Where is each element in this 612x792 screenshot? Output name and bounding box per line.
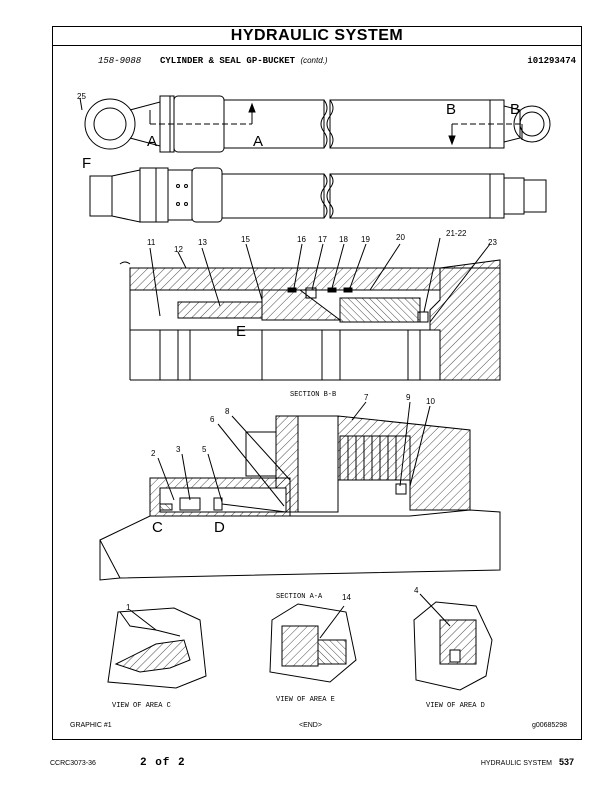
callout-10: 10 bbox=[426, 397, 435, 406]
page-title: HYDRAULIC SYSTEM bbox=[52, 26, 582, 46]
drawing-labels: 25 A A B B F 11 12 13 15 16 17 18 19 20 … bbox=[77, 92, 520, 710]
view-letter-f: F bbox=[82, 155, 91, 172]
callout-12: 12 bbox=[174, 245, 183, 254]
view-letter-d: D bbox=[214, 519, 225, 536]
callout-19: 19 bbox=[361, 235, 370, 244]
view-e-caption: VIEW OF AREA E bbox=[276, 696, 335, 704]
callout-1: 1 bbox=[126, 603, 131, 612]
footer-section: HYDRAULIC SYSTEM bbox=[480, 760, 552, 767]
cylinder-plan-view bbox=[89, 167, 547, 223]
view-c-caption: VIEW OF AREA C bbox=[112, 702, 171, 710]
callout-3: 3 bbox=[176, 445, 181, 454]
callout-7: 7 bbox=[364, 393, 369, 402]
section-letter-b-right: B bbox=[510, 101, 520, 118]
page-frame bbox=[52, 26, 582, 740]
section-a-a-caption: SECTION A-A bbox=[276, 593, 323, 601]
contd-label: (contd.) bbox=[300, 56, 328, 65]
callout-5: 5 bbox=[202, 445, 207, 454]
callout-6: 6 bbox=[210, 415, 215, 424]
callout-4: 4 bbox=[414, 586, 419, 595]
section-b-b bbox=[119, 237, 501, 381]
callout-18: 18 bbox=[339, 235, 348, 244]
section-letter-a-right: A bbox=[253, 133, 263, 150]
end-marker: <END> bbox=[299, 722, 322, 729]
graphic-label: GRAPHIC #1 bbox=[70, 722, 112, 729]
view-d-caption: VIEW OF AREA D bbox=[426, 702, 485, 710]
detail-view-d bbox=[413, 593, 493, 691]
callout-8: 8 bbox=[225, 407, 230, 416]
illustration-id: i01293474 bbox=[527, 56, 576, 66]
page-of: 2 of 2 bbox=[140, 757, 186, 769]
detail-view-e bbox=[269, 603, 357, 683]
callout-17: 17 bbox=[318, 235, 327, 244]
callout-13: 13 bbox=[198, 238, 207, 247]
part-name: CYLINDER & SEAL GP-BUCKET (contd.) bbox=[160, 56, 328, 66]
document-ref: CCRC3073-36 bbox=[50, 760, 96, 767]
part-name-text: CYLINDER & SEAL GP-BUCKET bbox=[160, 56, 296, 66]
section-a-a bbox=[99, 401, 501, 581]
page-number: 537 bbox=[558, 757, 574, 767]
callout-23: 23 bbox=[488, 238, 497, 247]
graphic-ref: g00685298 bbox=[531, 722, 567, 729]
section-letter-a-left: A bbox=[147, 133, 157, 150]
section-b-b-caption: SECTION B-B bbox=[290, 391, 336, 399]
callout-25: 25 bbox=[77, 92, 86, 101]
view-letter-c: C bbox=[152, 519, 163, 536]
callout-20: 20 bbox=[396, 233, 405, 242]
cylinder-top-view bbox=[79, 95, 551, 153]
view-letter-e: E bbox=[236, 323, 246, 340]
callout-16: 16 bbox=[297, 235, 306, 244]
callout-11: 11 bbox=[147, 238, 156, 247]
section-letter-b-left: B bbox=[446, 101, 456, 118]
part-number: 158-9088 bbox=[98, 56, 142, 66]
callout-2: 2 bbox=[151, 449, 156, 458]
callout-9: 9 bbox=[406, 393, 411, 402]
callout-21-22: 21-22 bbox=[446, 229, 467, 238]
detail-view-c bbox=[107, 607, 207, 689]
callout-15: 15 bbox=[241, 235, 250, 244]
callout-14: 14 bbox=[342, 593, 351, 602]
